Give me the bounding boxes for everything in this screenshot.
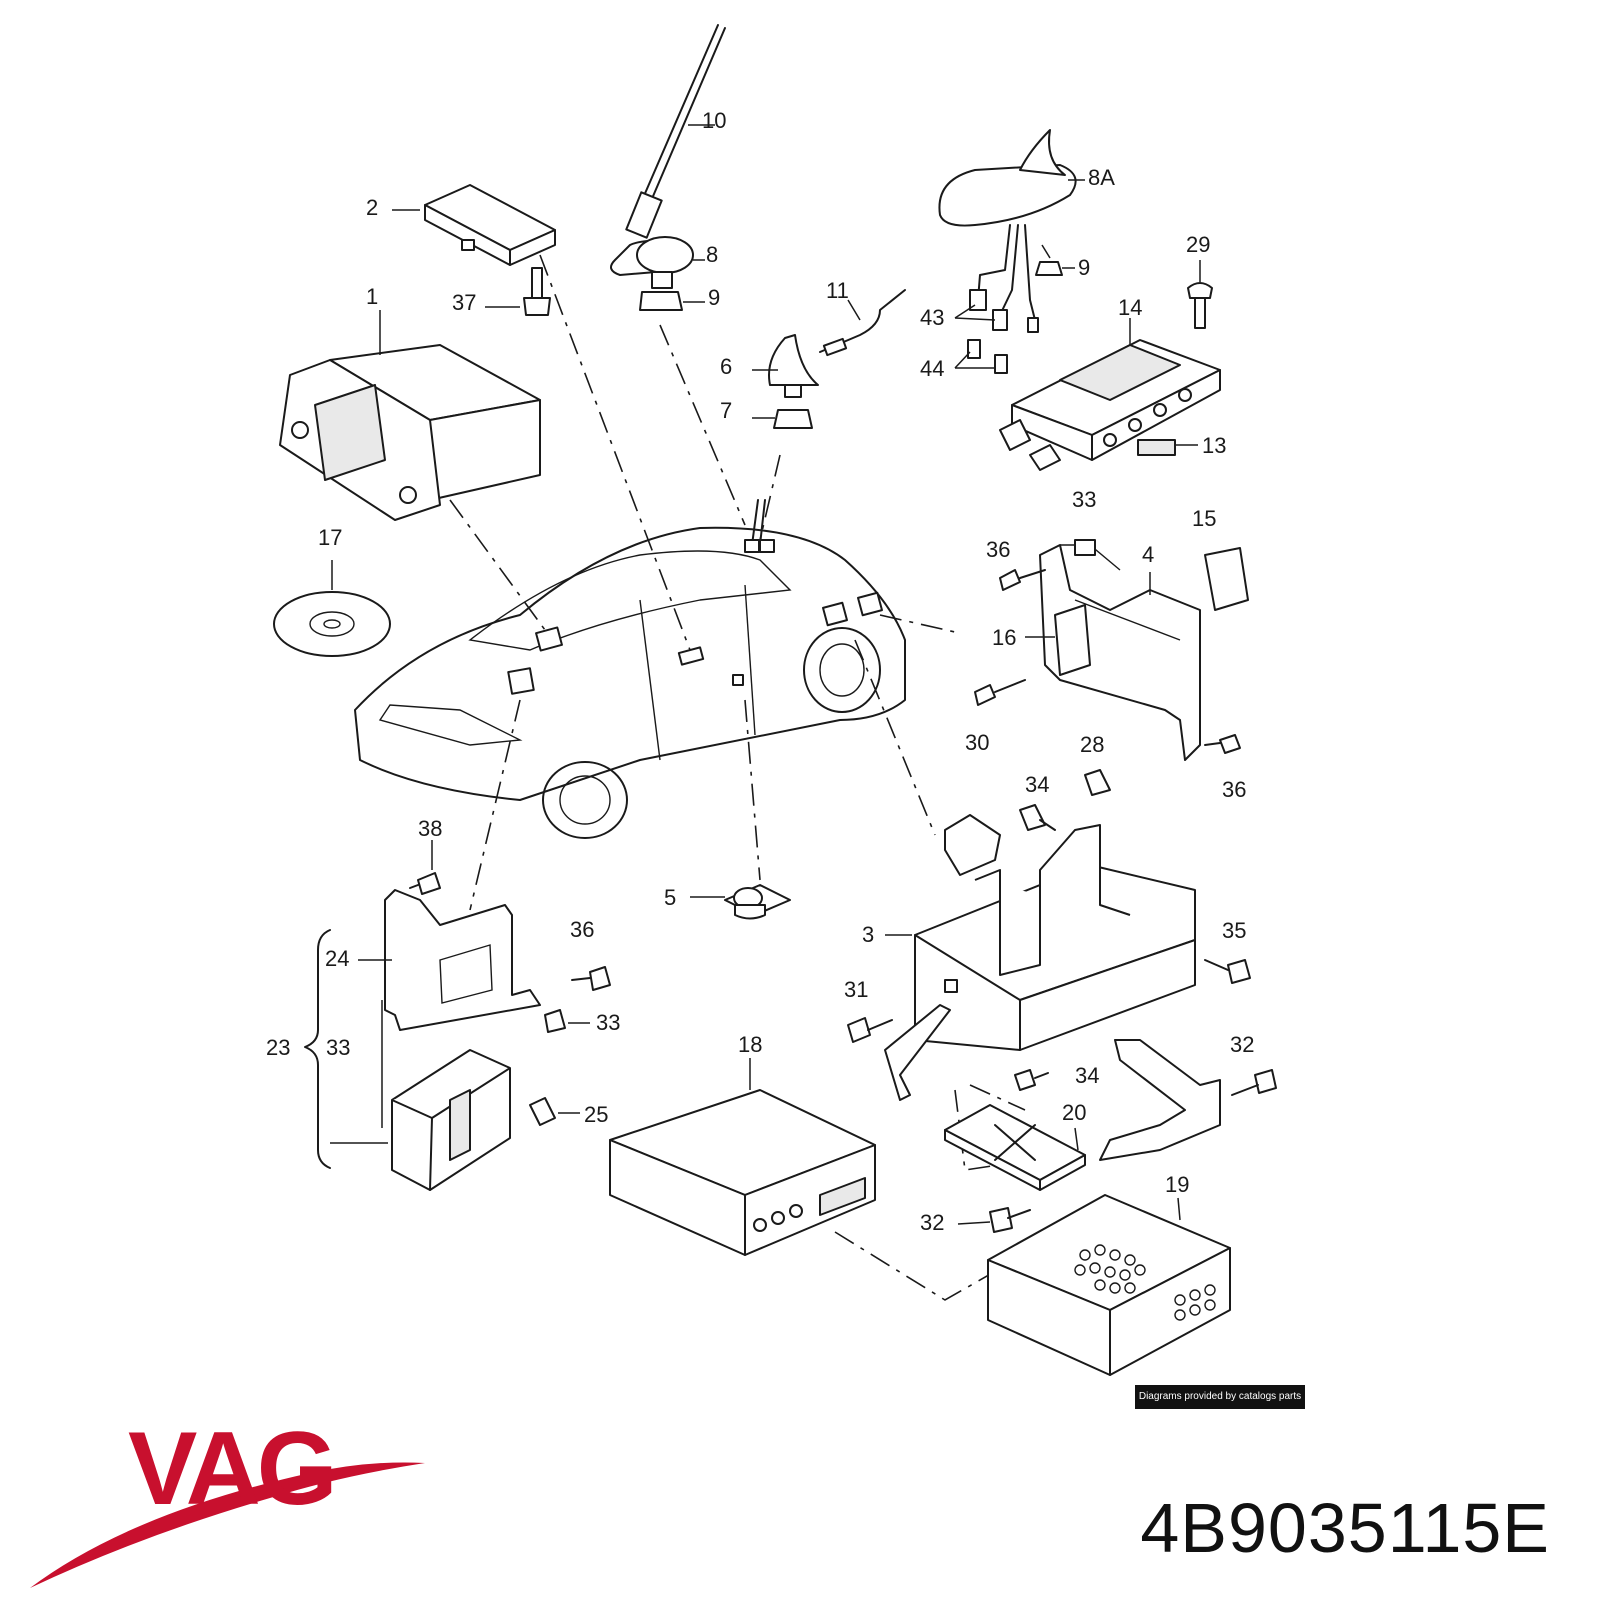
callout-36-top: 36 <box>986 537 1010 562</box>
navigation-head-unit <box>279 310 541 521</box>
radio-tuner-unit <box>609 1058 876 1256</box>
callout-23: 23 <box>266 1035 290 1060</box>
callout-9-upper: 9 <box>708 285 720 310</box>
navigation-disc <box>273 560 391 657</box>
callout-35: 35 <box>1222 918 1246 943</box>
callout-32-right: 32 <box>1230 1032 1254 1057</box>
callout-5: 5 <box>664 885 676 910</box>
callout-6: 6 <box>720 354 732 379</box>
control-module <box>392 184 556 316</box>
callout-1: 1 <box>366 284 378 309</box>
lower-housing-bracket <box>847 769 1277 1161</box>
part-number: 4B9035115E <box>1140 1489 1550 1567</box>
callout-10: 10 <box>702 108 726 133</box>
diagram-credit: Diagrams provided by catalogs parts <box>1135 1385 1305 1409</box>
callout-labels: 1 2 37 10 8 9 11 6 7 8A 9 43 44 29 14 13… <box>266 108 1254 1235</box>
callout-19: 19 <box>1165 1172 1189 1197</box>
callout-43: 43 <box>920 305 944 330</box>
callout-33-mid: 33 <box>326 1035 350 1060</box>
callout-2: 2 <box>366 195 378 220</box>
left-bracket-module <box>304 840 611 1191</box>
callout-15: 15 <box>1192 506 1216 531</box>
sound-amplifier-box <box>987 1194 1231 1376</box>
callout-3: 3 <box>862 922 874 947</box>
callout-8: 8 <box>706 242 718 267</box>
antenna-base <box>610 236 705 311</box>
speaker-grille <box>1074 1244 1216 1321</box>
callout-18: 18 <box>738 1032 762 1057</box>
amplifier-module <box>999 260 1221 471</box>
callout-29: 29 <box>1186 232 1210 257</box>
callout-7: 7 <box>720 398 732 423</box>
callout-32-low: 32 <box>920 1210 944 1235</box>
callout-33-top: 33 <box>1072 487 1096 512</box>
callout-34-low: 34 <box>1075 1063 1099 1088</box>
callout-36-right: 36 <box>1222 777 1246 802</box>
car-outline <box>354 526 906 839</box>
callout-33-left: 33 <box>596 1010 620 1035</box>
fin-antenna-cable <box>744 289 906 553</box>
callout-44: 44 <box>920 356 944 381</box>
callout-8a: 8A <box>1088 165 1115 190</box>
callout-36-left: 36 <box>570 917 594 942</box>
callout-37: 37 <box>452 290 476 315</box>
callout-14: 14 <box>1118 295 1142 320</box>
callout-20: 20 <box>1062 1100 1086 1125</box>
upper-bracket-assembly <box>974 539 1249 761</box>
callout-31: 31 <box>844 977 868 1002</box>
brand-logo: VAG <box>128 1411 338 1527</box>
callout-13: 13 <box>1202 433 1226 458</box>
callout-34-top: 34 <box>1025 772 1049 797</box>
callout-9-right: 9 <box>1078 255 1090 280</box>
callout-38: 38 <box>418 816 442 841</box>
sensor-module <box>690 884 791 920</box>
callout-25: 25 <box>584 1102 608 1127</box>
callout-28: 28 <box>1080 732 1104 757</box>
callout-16: 16 <box>992 625 1016 650</box>
callout-30: 30 <box>965 730 989 755</box>
callout-17: 17 <box>318 525 342 550</box>
callout-4: 4 <box>1142 542 1154 567</box>
shark-fin-antenna <box>938 129 1085 374</box>
rod-antenna <box>625 24 726 239</box>
callout-24: 24 <box>325 946 349 971</box>
small-mounting-plate <box>944 1104 1086 1191</box>
callout-11: 11 <box>826 278 849 303</box>
